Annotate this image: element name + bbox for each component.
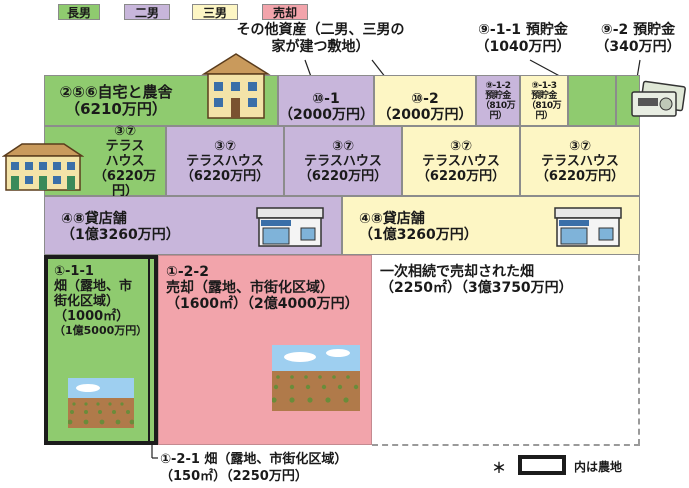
farmland-key-label: 内は農地 <box>574 460 623 474</box>
note-deposit-1-1-line1: ⑨-1-1 預貯金 <box>478 22 568 38</box>
house-icon <box>201 53 271 119</box>
farmland-key-box <box>518 455 566 475</box>
shop-2-value: （1億3260万円） <box>359 227 478 243</box>
banknotes-icon <box>631 80 686 117</box>
note-deposit-1-1: ⑨-1-1 預貯金 （1040万円） <box>468 22 578 56</box>
note-deposit-1-1-line2: （1040万円） <box>475 39 571 55</box>
field-2-2-value: （1600㎡）（2億4000万円） <box>166 296 359 312</box>
note-other-assets: その他資産（二男、三男の 家が建つ敷地） <box>208 22 433 56</box>
cell-lot-10-1: ⑩-1 （2000万円） <box>278 75 374 126</box>
deposit-1-3-value: （810万円） <box>526 100 562 121</box>
terrace-2-value: （6220万円） <box>180 168 270 184</box>
legend-eldest: 長男 <box>58 4 100 20</box>
note-field-2-1-line2: （150㎡）（2250万円） <box>160 469 308 484</box>
note-field-2-1-line1: ①-2-1 畑（露地、市街化区域） <box>160 452 348 467</box>
cell-deposit-1-3: ⑨-1-3 預貯金 （810万円） <box>520 75 568 126</box>
home-value: （6210万円） <box>65 99 167 118</box>
cell-terrace-house-2: ③⑦ テラスハウス （6220万円） <box>166 126 284 196</box>
legend-sold: 売却 <box>262 4 308 20</box>
shop-icon <box>256 207 324 247</box>
sold-field-border-bottom <box>372 444 640 446</box>
terrace-1-title: ③⑦ <box>113 123 136 139</box>
terrace-5-label: テラスハウス <box>541 153 619 169</box>
terrace-4-value: （6220万円） <box>416 168 506 184</box>
terrace-5-value: （6220万円） <box>535 168 625 184</box>
cell-deposit-1-1 <box>568 75 616 126</box>
terrace-4-title: ③⑦ <box>449 138 472 154</box>
deposit-1-3-label: 預貯金 <box>531 90 557 101</box>
divider-field-2-1 <box>148 259 150 441</box>
lot-10-2-value: （2000万円） <box>377 106 473 123</box>
legend-third: 三男 <box>192 4 238 20</box>
lot-10-2-title: ⑩-2 <box>411 90 439 107</box>
cell-deposit-1-2: ⑨-1-2 預貯金 （810万円） <box>476 75 520 126</box>
legend-second: 二男 <box>124 4 170 20</box>
field-1-1-title: ①-1-1 <box>54 264 94 279</box>
farm-field-image <box>68 378 134 428</box>
field-1-1-label-a: 畑（露地、市 <box>54 279 133 294</box>
field-1-1-label-b: 街化区域） <box>54 294 120 309</box>
deposit-1-3-title: ⑨-1-3 <box>531 80 557 91</box>
note-field-2-1: ①-2-1 畑（露地、市街化区域） （150㎡）（2250万円） <box>160 451 420 485</box>
terrace-1-value: （6220万円） <box>93 168 157 199</box>
terrace-3-title: ③⑦ <box>331 138 354 154</box>
lot-10-1-value: （2000万円） <box>279 106 374 123</box>
shop-2-title: ④⑧貸店舗 <box>359 211 425 227</box>
note-other-assets-line1: その他資産（二男、三男の <box>236 22 405 38</box>
field-1-1-area: （1000㎡） <box>54 309 130 324</box>
terrace-2-title: ③⑦ <box>213 138 236 154</box>
terrace-3-label: テラスハウス <box>304 153 382 169</box>
shop-icon <box>554 207 622 247</box>
terrace-2-label: テラスハウス <box>186 153 264 169</box>
key-asterisk: ＊ <box>492 461 506 477</box>
first-sale-title: 一次相続で売却された畑 <box>380 264 534 280</box>
shop-1-value: （1億3260万円） <box>61 227 180 243</box>
cell-lot-10-2: ⑩-2 （2000万円） <box>374 75 476 126</box>
first-sale-field-text: 一次相続で売却された畑 （2250㎡）（3億3750万円） <box>380 264 630 296</box>
terrace-1-label-a: テラス <box>105 138 145 154</box>
deposit-1-2-title: ⑨-1-2 <box>485 80 511 91</box>
cell-terrace-house-3: ③⑦ テラスハウス （6220万円） <box>284 126 402 196</box>
field-2-2-text: ①-2-2 売却（露地、市街化区域） （1600㎡）（2億4000万円） <box>166 264 371 312</box>
note-deposit-2-line2: （340万円） <box>595 39 681 55</box>
field-1-1-value: （1億5000万円） <box>54 324 148 337</box>
deposit-1-2-value: （810万円） <box>480 100 516 121</box>
farm-field-image <box>272 345 360 411</box>
terrace-house-icon <box>2 143 84 191</box>
field-2-2-label: 売却（露地、市街化区域） <box>166 280 334 296</box>
field-2-2-title: ①-2-2 <box>166 264 209 280</box>
first-sale-value: （2250㎡）（3億3750万円） <box>380 280 573 296</box>
cell-terrace-house-5: ③⑦ テラスハウス （6220万円） <box>520 126 640 196</box>
terrace-5-title: ③⑦ <box>568 138 591 154</box>
deposit-1-2-label: 預貯金 <box>485 90 511 101</box>
sold-field-border-right <box>638 255 640 445</box>
field-1-1-text: ①-1-1 畑（露地、市 街化区域） （1000㎡） （1億5000万円） <box>54 264 149 338</box>
cell-terrace-house-4: ③⑦ テラスハウス （6220万円） <box>402 126 520 196</box>
terrace-3-value: （6220万円） <box>298 168 388 184</box>
terrace-1-label-b: ハウス <box>105 153 145 169</box>
note-deposit-2-line1: ⑨-2 預貯金 <box>600 22 676 38</box>
shop-1-title: ④⑧貸店舗 <box>61 211 127 227</box>
note-other-assets-line2: 家が建つ敷地） <box>271 39 370 55</box>
lot-10-1-title: ⑩-1 <box>312 90 340 107</box>
home-title: ②⑤⑥自宅と農舎 <box>59 82 173 101</box>
terrace-4-label: テラスハウス <box>422 153 500 169</box>
note-deposit-2: ⑨-2 預貯金 （340万円） <box>588 22 688 56</box>
